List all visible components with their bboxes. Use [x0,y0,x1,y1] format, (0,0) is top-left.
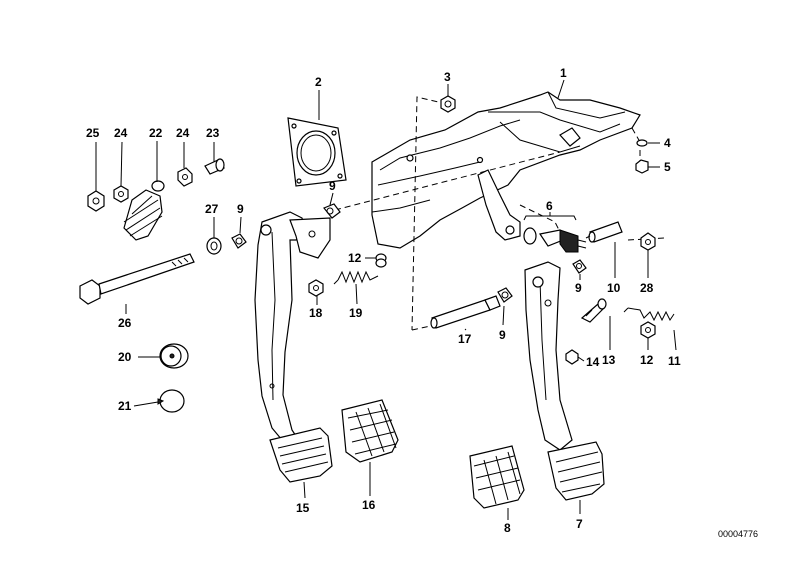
spring-19 [333,270,379,285]
bolt-13 [580,298,607,323]
nut-25 [87,190,105,212]
clip-9-left [231,233,247,249]
label-1: 1 [560,66,567,80]
label-17: 17 [458,332,472,346]
nut-3 [440,95,456,113]
label-9-left: 9 [237,202,244,216]
nut-12-upper [375,253,387,268]
nut-28 [640,232,656,251]
label-9-lower: 9 [499,328,506,342]
label-12-upper: 12 [348,251,362,265]
clip-9-right [572,259,587,274]
pin-17 [430,295,501,329]
label-15: 15 [296,501,310,515]
clip-9-lower [497,287,513,303]
label-27: 27 [205,202,219,216]
washer-27 [206,237,222,255]
pedal-pad-16 [341,399,399,463]
label-20: 20 [118,350,132,364]
pedal-switch [523,227,587,253]
label-24-left: 24 [114,126,128,140]
nut-24-left [113,185,129,203]
cap-21 [157,389,185,413]
label-13: 13 [602,353,616,367]
bolt-23 [204,158,225,175]
pin-10 [585,221,623,243]
label-24-right: 24 [176,126,190,140]
label-6: 6 [546,199,553,213]
label-26: 26 [118,316,132,330]
callout-labels: 1 2 3 4 5 6 7 8 9 9 9 9 10 11 12 12 13 1… [86,66,681,535]
label-5: 5 [664,160,671,174]
bolt-5 [635,159,649,174]
gasket [287,117,347,187]
label-4: 4 [664,136,671,150]
spring-assembly-22 [123,180,165,241]
clutch-pedal-15 [254,211,333,483]
label-19: 19 [349,306,363,320]
nut-24-right [177,167,193,187]
nut-18 [308,279,324,297]
label-25: 25 [86,126,100,140]
label-9-right: 9 [575,281,582,295]
label-9-upper: 9 [329,179,336,193]
label-18: 18 [309,306,323,320]
label-28: 28 [640,281,654,295]
clip-9-upper [323,203,341,219]
label-7: 7 [576,517,583,531]
pedal-pad-8 [469,445,525,509]
washer-4 [636,139,648,147]
label-10: 10 [607,281,621,295]
nut-12-right [640,321,656,339]
label-2: 2 [315,75,322,89]
label-8: 8 [504,521,511,535]
diagram-code: 00004776 [718,529,758,539]
label-23: 23 [206,126,220,140]
bolt-26 [79,253,195,305]
nut-14 [565,349,579,365]
buffer-20 [159,343,189,369]
spring-11 [623,307,675,322]
label-21: 21 [118,399,132,413]
label-14: 14 [586,355,600,369]
label-22: 22 [149,126,163,140]
leader-lines [95,79,677,520]
pedal-bracket [371,91,641,249]
brake-pedal-7 [524,261,605,501]
label-11: 11 [668,354,681,368]
label-16: 16 [362,498,376,512]
label-3: 3 [444,70,451,84]
label-12-right: 12 [640,353,654,367]
